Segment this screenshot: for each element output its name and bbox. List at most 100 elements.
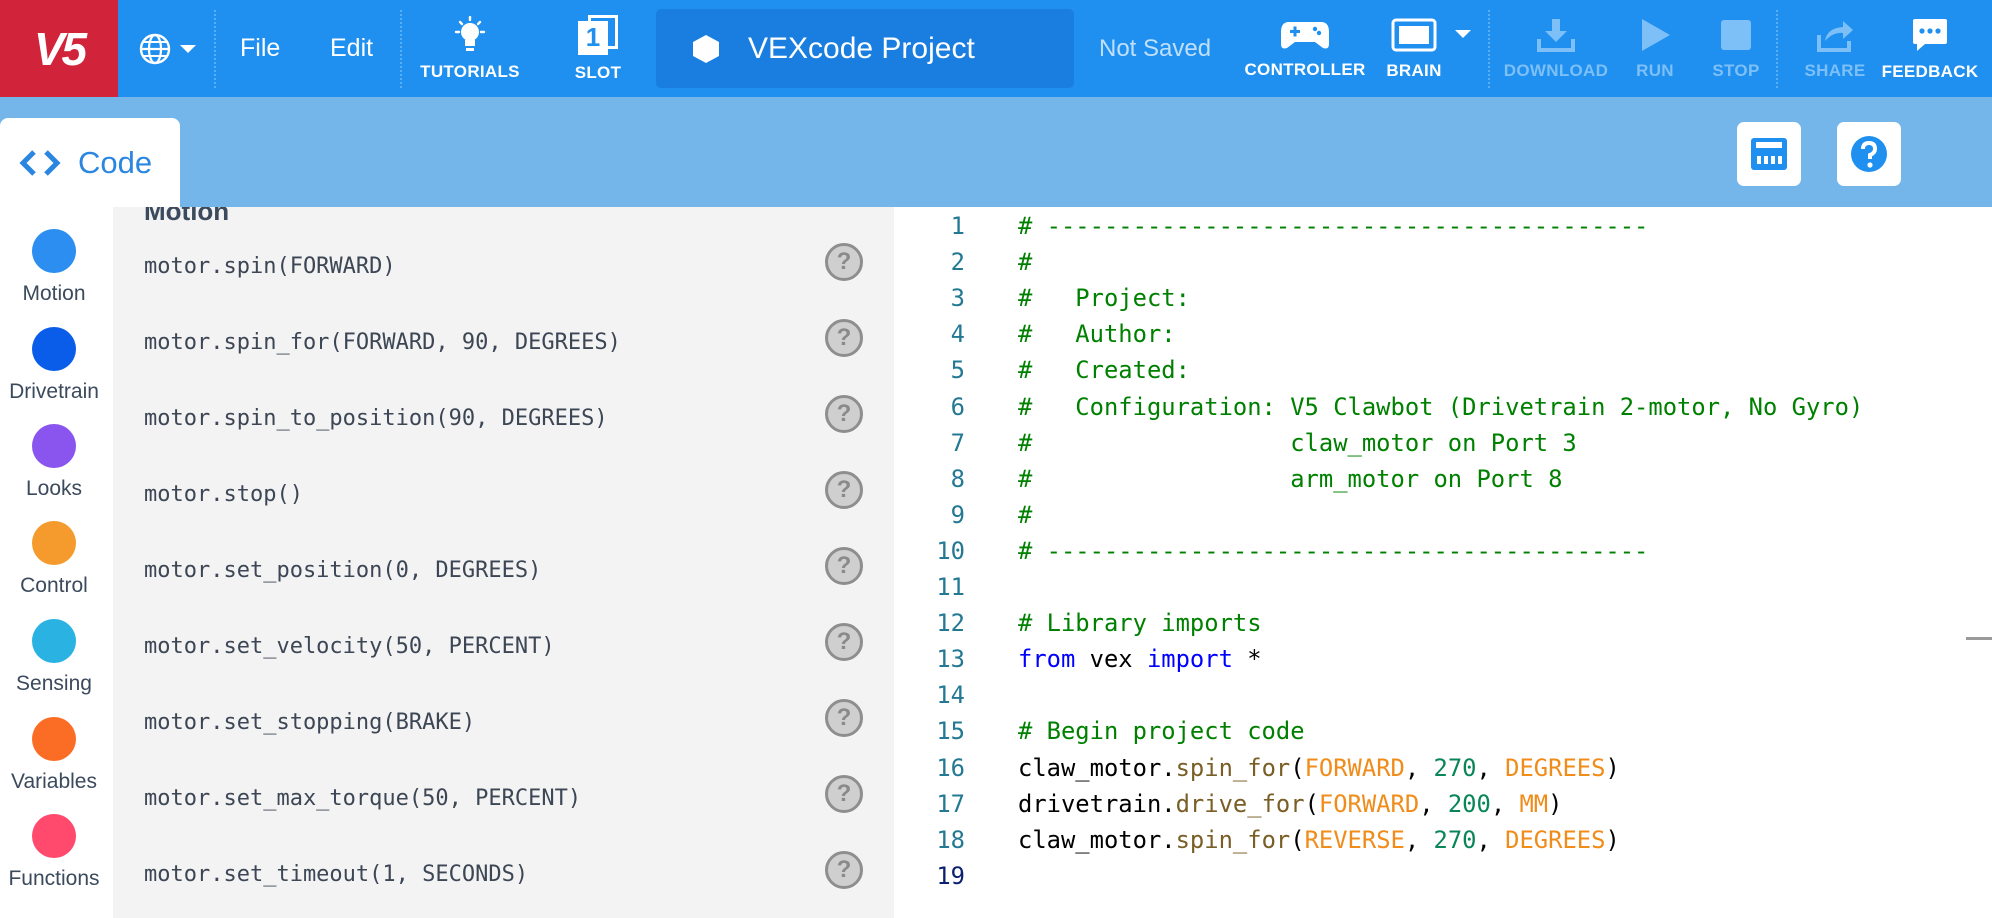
file-menu[interactable]: File [240, 34, 281, 62]
download-label: DOWNLOAD [1503, 60, 1609, 80]
code-line[interactable]: from vex import * [1018, 645, 1262, 673]
scrollbar-marker[interactable] [1966, 637, 1992, 640]
snippet-item[interactable]: motor.spin_to_position(90, DEGREES) [144, 406, 608, 431]
code-token: FORWARD [1304, 753, 1405, 782]
snippet-palette: Motion motor.spin(FORWARD) ? motor.spin_… [113, 207, 894, 918]
slot-icon: 1 [578, 14, 618, 55]
category-label: Functions [8, 867, 100, 890]
category-dot [32, 327, 76, 371]
snippet-item[interactable]: motor.set_velocity(50, PERCENT) [144, 634, 555, 659]
brain-dropdown-chevron-icon[interactable] [1453, 28, 1473, 40]
category-variables[interactable]: Variables [0, 717, 108, 794]
share-button[interactable]: SHARE [1802, 0, 1868, 97]
code-token: import [1146, 645, 1233, 674]
category-dot [32, 717, 76, 761]
feedback-button[interactable]: FEEDBACK [1880, 0, 1980, 97]
category-label: Variables [11, 770, 97, 793]
snippet-item[interactable]: motor.set_max_torque(50, PERCENT) [144, 786, 582, 811]
code-line[interactable]: # Configuration: V5 Clawbot (Drivetrain … [1018, 393, 1863, 421]
code-line[interactable]: # Begin project code [1018, 717, 1305, 745]
category-drivetrain[interactable]: Drivetrain [0, 327, 108, 404]
snippet-help-icon[interactable]: ? [825, 395, 863, 433]
code-line[interactable]: # [1018, 501, 1032, 529]
code-line[interactable]: # [1018, 248, 1032, 276]
snippet-help-icon[interactable]: ? [825, 243, 863, 281]
code-token: spin_for [1175, 825, 1291, 854]
line-number: 11 [936, 573, 965, 601]
category-looks[interactable]: Looks [0, 424, 108, 501]
code-line[interactable]: # --------------------------------------… [1018, 537, 1648, 565]
controller-button[interactable]: CONTROLLER [1244, 0, 1366, 97]
toolbar-divider [214, 10, 216, 88]
code-token: # Begin project code [1018, 717, 1305, 746]
language-menu-button[interactable] [132, 0, 204, 97]
snippet-item[interactable]: motor.set_timeout(1, SECONDS) [144, 862, 529, 887]
code-line[interactable]: drivetrain.drive_for(FORWARD, 200, MM) [1018, 790, 1562, 818]
stop-button[interactable]: STOP [1706, 0, 1766, 97]
category-sensing[interactable]: Sensing [0, 619, 108, 696]
download-button[interactable]: DOWNLOAD [1500, 0, 1612, 97]
code-editor[interactable]: 1 # -------------------------------------… [894, 207, 1992, 918]
code-token: MM [1519, 789, 1549, 818]
code-line[interactable]: # Project: [1018, 284, 1190, 312]
snippet-help-icon[interactable]: ? [825, 471, 863, 509]
controller-label: CONTROLLER [1244, 59, 1366, 79]
toolbar-divider [1776, 10, 1778, 88]
brain-screen-icon [1391, 18, 1437, 51]
chevron-down-icon [180, 44, 196, 53]
snippet-item[interactable]: motor.set_stopping(BRAKE) [144, 710, 476, 735]
snippet-help-icon[interactable]: ? [825, 851, 863, 889]
code-line[interactable]: # Author: [1018, 320, 1176, 348]
brain-button[interactable]: BRAIN [1384, 0, 1444, 97]
category-functions[interactable]: Functions [0, 814, 108, 891]
category-label: Control [20, 574, 88, 597]
line-number: 15 [936, 717, 965, 746]
slot-label: SLOT [574, 62, 622, 82]
line-number: 1 [950, 212, 965, 240]
category-dot [32, 619, 76, 663]
feedback-label: FEEDBACK [1881, 61, 1979, 81]
tutorials-button[interactable]: TUTORIALS [418, 0, 522, 97]
code-line[interactable]: # claw_motor on Port 3 [1018, 429, 1577, 457]
code-token: , [1476, 753, 1506, 782]
snippet-help-icon[interactable]: ? [825, 699, 863, 737]
category-control[interactable]: Control [0, 521, 108, 598]
code-token: spin_for [1175, 753, 1291, 782]
snippet-item[interactable]: motor.spin_for(FORWARD, 90, DEGREES) [144, 330, 621, 355]
snippet-item[interactable]: motor.spin(FORWARD) [144, 254, 396, 279]
slot-button[interactable]: 1 SLOT [566, 0, 630, 97]
category-motion[interactable]: Motion [0, 229, 108, 306]
code-line[interactable]: # arm_motor on Port 8 [1018, 465, 1562, 493]
download-icon [1537, 18, 1575, 52]
snippet-help-icon[interactable]: ? [825, 623, 863, 661]
brain-label: BRAIN [1386, 60, 1442, 80]
help-button[interactable] [1837, 122, 1901, 186]
snippet-help-icon[interactable]: ? [825, 775, 863, 813]
category-label: Motion [22, 282, 86, 305]
snippet-item[interactable]: motor.set_position(0, DEGREES) [144, 558, 542, 583]
project-name-field[interactable]: VEXcode Project [656, 9, 1074, 88]
line-number: 16 [936, 753, 965, 782]
edit-menu[interactable]: Edit [330, 34, 374, 62]
line-number: 6 [950, 392, 965, 421]
code-token: # Library imports [1018, 609, 1262, 638]
line-number: 17 [936, 789, 965, 818]
code-token: # --------------------------------------… [1018, 536, 1649, 565]
snippet-help-icon[interactable]: ? [825, 319, 863, 357]
snippet-help-icon[interactable]: ? [825, 547, 863, 585]
code-line[interactable]: # --------------------------------------… [1018, 212, 1648, 240]
code-token: # --------------------------------------… [1018, 212, 1649, 240]
code-token: DEGREES [1505, 753, 1606, 782]
line-number: 4 [950, 320, 965, 349]
tab-code[interactable]: Code [0, 118, 180, 207]
code-line[interactable]: # Created: [1018, 356, 1190, 384]
code-brackets-icon [19, 149, 61, 176]
run-button[interactable]: RUN [1628, 0, 1682, 97]
code-line[interactable]: claw_motor.spin_for(REVERSE, 270, DEGREE… [1018, 826, 1620, 854]
snippet-item[interactable]: motor.stop() [144, 482, 303, 507]
share-label: SHARE [1804, 60, 1866, 80]
devices-button[interactable] [1737, 122, 1801, 186]
code-line[interactable]: claw_motor.spin_for(FORWARD, 270, DEGREE… [1018, 754, 1620, 782]
line-number: 13 [936, 645, 965, 674]
code-line[interactable]: # Library imports [1018, 609, 1262, 637]
